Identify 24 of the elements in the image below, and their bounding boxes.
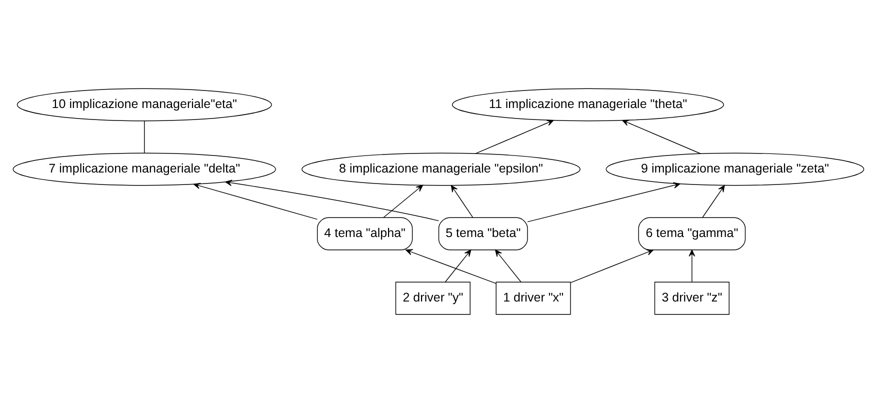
arrow xyxy=(702,185,725,218)
arrow xyxy=(406,249,496,284)
arrow xyxy=(688,250,696,282)
node-box: 3 driver "z" xyxy=(654,282,730,315)
node-box: 5 tema "beta" xyxy=(438,217,528,250)
node-ellipse: 9 implicazione manageriale "zeta" xyxy=(606,152,864,186)
arrow xyxy=(383,184,424,218)
node-box: 1 driver "x" xyxy=(496,282,571,315)
connector xyxy=(144,120,145,154)
arrow xyxy=(527,182,680,222)
node-box: 2 driver "y" xyxy=(395,282,470,315)
node-ellipse: 11 implicazione manageriale "theta" xyxy=(452,88,724,122)
arrow xyxy=(193,182,318,220)
arrow xyxy=(622,120,701,154)
arrow xyxy=(475,120,554,154)
node-ellipse: 10 implicazione manageriale"eta" xyxy=(16,88,272,122)
arrow xyxy=(495,250,522,282)
arrow xyxy=(570,249,654,283)
arrow xyxy=(450,185,474,218)
arrow xyxy=(445,250,472,282)
arrow xyxy=(225,180,440,222)
node-box: 4 tema "alpha" xyxy=(316,217,413,250)
node-ellipse: 8 implicazione manageriale "epsilon" xyxy=(302,152,580,186)
node-box: 6 tema "gamma" xyxy=(638,217,746,250)
